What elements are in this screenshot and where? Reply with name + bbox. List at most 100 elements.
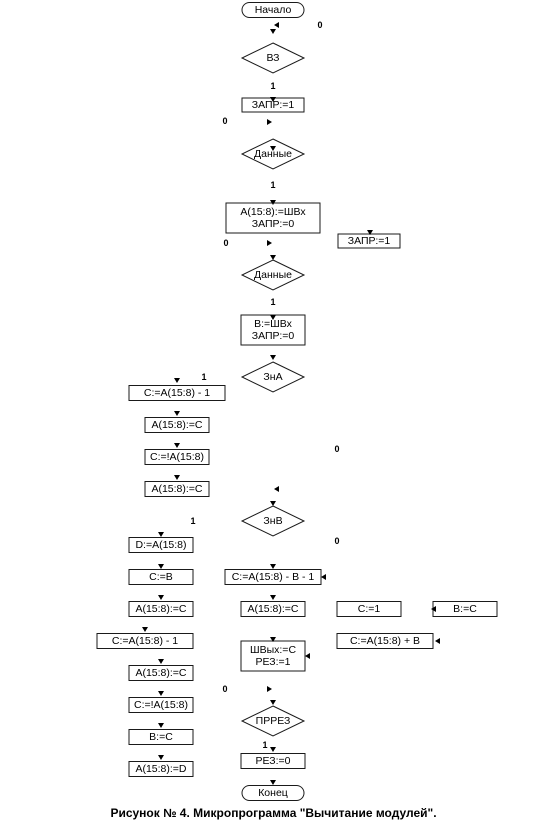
flow-arrow-marker bbox=[270, 97, 276, 102]
flow-arrow-marker bbox=[270, 637, 276, 642]
block-text: B:=C bbox=[149, 731, 173, 743]
block-a-c-3: A(15:8):=C bbox=[128, 601, 194, 617]
flow-arrow-marker bbox=[158, 595, 164, 600]
flow-arrow-marker bbox=[431, 606, 436, 612]
block-a-c-5: A(15:8):=C bbox=[240, 601, 306, 617]
flow-arrow-marker bbox=[158, 564, 164, 569]
block-text: ЗАПР:=0 bbox=[252, 218, 295, 230]
block-c-not-a: C:=!A(15:8) bbox=[144, 449, 210, 465]
block-b-c: B:=C bbox=[128, 729, 194, 745]
block-text: B:=C bbox=[453, 603, 477, 615]
block-text: Данные bbox=[254, 148, 292, 160]
decision-vz: ВЗ bbox=[240, 42, 306, 74]
block-text: A(15:8):=C bbox=[247, 603, 298, 615]
flow-arrow-marker bbox=[270, 355, 276, 360]
flow-arrow-marker bbox=[142, 627, 148, 632]
block-zapr-set: ЗАПР:=1 bbox=[241, 97, 305, 113]
branch-label: 0 bbox=[334, 536, 339, 546]
block-text: A(15:8):=C bbox=[151, 483, 202, 495]
branch-label: 1 bbox=[270, 180, 275, 190]
decision-znb: ЗнВ bbox=[240, 505, 306, 537]
block-text: ЗАПР:=0 bbox=[252, 330, 295, 342]
flow-arrow-marker bbox=[274, 22, 279, 28]
block-text: ЗнА bbox=[263, 371, 282, 383]
block-a-c-1: A(15:8):=C bbox=[144, 417, 210, 433]
flow-arrow-marker bbox=[158, 659, 164, 664]
end-terminal: Конец bbox=[241, 785, 305, 801]
flow-arrow-marker bbox=[270, 780, 276, 785]
branch-label: 1 bbox=[190, 516, 195, 526]
block-c-b: C:=B bbox=[128, 569, 194, 585]
flow-arrow-marker bbox=[305, 653, 310, 659]
block-text: C:=A(15:8) + B bbox=[350, 635, 420, 647]
block-c-a-minus-1-2: C:=A(15:8) - 1 bbox=[96, 633, 194, 649]
flow-arrow-marker bbox=[270, 700, 276, 705]
flow-arrow-marker bbox=[270, 29, 276, 34]
decision-zna: ЗнА bbox=[240, 361, 306, 393]
flowchart: НачалоВЗЗАПР:=1ДанныеA(15:8):=ШВхЗАПР:=0… bbox=[96, 2, 498, 801]
block-text: РЕЗ:=1 bbox=[255, 656, 290, 668]
branch-label: 0 bbox=[223, 238, 228, 248]
decision-data-2: Данные bbox=[240, 259, 306, 291]
block-text: A(15:8):=D bbox=[135, 763, 186, 775]
flow-arrow-marker bbox=[270, 564, 276, 569]
block-text: C:=B bbox=[149, 571, 173, 583]
flow-arrow-marker bbox=[174, 475, 180, 480]
block-text: Конец bbox=[258, 787, 288, 799]
flow-arrow-marker bbox=[270, 315, 276, 320]
block-text: A(15:8):=C bbox=[135, 667, 186, 679]
block-text: ПРРЕЗ bbox=[256, 715, 291, 727]
block-text: ЗАПР:=1 bbox=[348, 235, 391, 247]
block-c-1: C:=1 bbox=[336, 601, 402, 617]
start-terminal: Начало bbox=[241, 2, 305, 18]
flow-arrow-marker bbox=[174, 378, 180, 383]
block-text: Начало bbox=[255, 4, 292, 16]
flow-arrow-marker bbox=[274, 486, 279, 492]
flow-arrow-marker bbox=[435, 638, 440, 644]
branch-label: 0 bbox=[222, 684, 227, 694]
branch-label: 0 bbox=[334, 444, 339, 454]
flow-arrow-marker bbox=[267, 240, 272, 246]
flow-arrow-marker bbox=[158, 723, 164, 728]
block-c-not-a-2: C:=!A(15:8) bbox=[128, 697, 194, 713]
block-text: ЗАПР:=1 bbox=[252, 99, 295, 111]
flow-arrow-marker bbox=[158, 532, 164, 537]
decision-data-1: Данные bbox=[240, 138, 306, 170]
block-text: Данные bbox=[254, 269, 292, 281]
block-text: C:=!A(15:8) bbox=[134, 699, 188, 711]
flow-arrow-marker bbox=[174, 411, 180, 416]
block-zapr-set-2: ЗАПР:=1 bbox=[337, 233, 401, 249]
decision-prrez: ПРРЕЗ bbox=[240, 705, 306, 737]
flow-arrow-marker bbox=[267, 119, 272, 125]
block-text: A(15:8):=C bbox=[151, 419, 202, 431]
flow-arrow-marker bbox=[270, 501, 276, 506]
block-b-c-2: B:=C bbox=[432, 601, 498, 617]
block-text: ВЗ bbox=[267, 52, 280, 64]
flow-arrow-marker bbox=[158, 691, 164, 696]
flow-arrow-marker bbox=[321, 574, 326, 580]
block-text: C:=A(15:8) - 1 bbox=[144, 387, 210, 399]
flow-arrow-marker bbox=[158, 755, 164, 760]
flow-arrow-marker bbox=[367, 230, 373, 235]
branch-label: 0 bbox=[222, 116, 227, 126]
block-text: B:=ШВх bbox=[254, 318, 293, 330]
block-a-c-4: A(15:8):=C bbox=[128, 665, 194, 681]
block-rez-0: РЕЗ:=0 bbox=[240, 753, 306, 769]
block-text: РЕЗ:=0 bbox=[255, 755, 290, 767]
flow-arrow-marker bbox=[270, 255, 276, 260]
block-text: A(15:8):=C bbox=[135, 603, 186, 615]
block-text: D:=A(15:8) bbox=[135, 539, 186, 551]
block-text: ШВых:=C bbox=[250, 644, 296, 656]
block-text: C:=A(15:8) - B - 1 bbox=[232, 571, 315, 583]
block-text: C:=A(15:8) - 1 bbox=[112, 635, 178, 647]
flow-arrow-marker bbox=[270, 146, 276, 151]
flow-arrow-marker bbox=[174, 443, 180, 448]
block-text: C:=!A(15:8) bbox=[150, 451, 204, 463]
branch-label: 1 bbox=[270, 81, 275, 91]
block-text: C:=1 bbox=[358, 603, 381, 615]
flow-arrow-marker bbox=[270, 595, 276, 600]
branch-label: 0 bbox=[317, 20, 322, 30]
